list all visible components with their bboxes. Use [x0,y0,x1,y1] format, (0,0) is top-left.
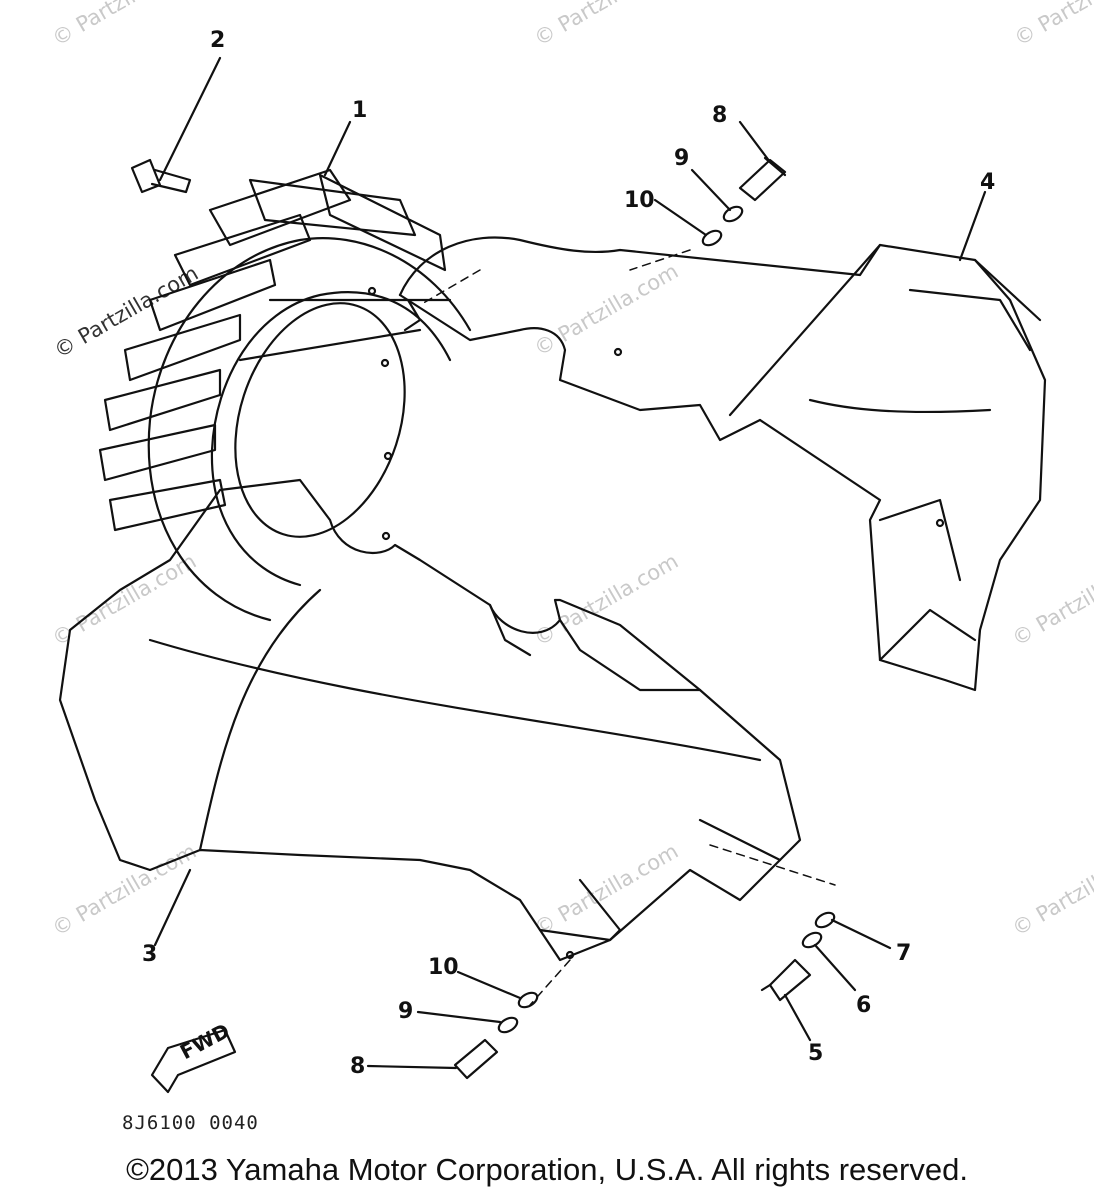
bottom-left-hardware-group [153,868,539,1080]
callout-9-top: 9 [674,146,690,171]
callout-8-top: 8 [712,103,728,128]
drawing-code: 8J6100 0040 [122,1112,259,1134]
callout-3: 3 [142,942,158,967]
upper-air-shroud-part [398,236,1047,692]
callout-7: 7 [896,941,912,966]
callout-10-top: 10 [624,188,655,213]
callout-8-bottom: 8 [350,1054,366,1079]
assembly-guide-lines [419,249,836,1006]
callout-2: 2 [210,28,226,53]
flywheel-fan-part [98,168,472,622]
copyright-notice: ©2013 Yamaha Motor Corporation, U.S.A. A… [126,1152,968,1187]
callout-4: 4 [980,170,996,195]
bolt-part-2 [130,56,222,194]
callout-9-bottom: 9 [398,999,414,1024]
fwd-arrow [150,1028,237,1094]
bottom-right-hardware-group [760,911,892,1042]
callout-1: 1 [352,98,368,123]
callout-6: 6 [856,993,872,1018]
callout-5: 5 [808,1041,824,1066]
top-hardware-group [323,120,987,262]
callout-10-bottom: 10 [428,955,459,980]
lower-air-shroud-part [58,478,802,962]
